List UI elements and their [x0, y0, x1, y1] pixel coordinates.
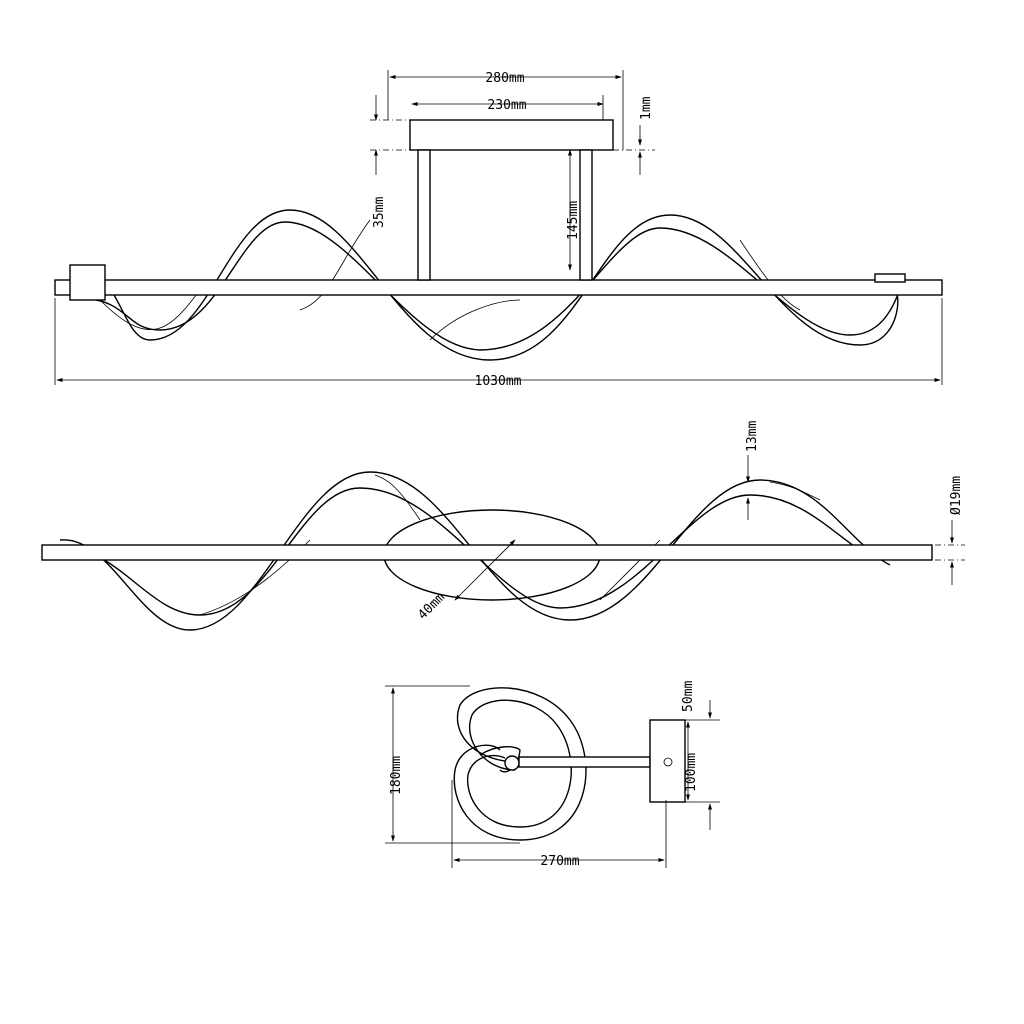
front-end-cap-right — [874, 273, 906, 283]
dim-270: 270mm — [540, 854, 579, 869]
front-view: 280mm 230mm 35mm 145mm 1mm 1030mm — [54, 70, 943, 389]
dim-180: 180mm — [389, 756, 404, 795]
side-canopy — [649, 719, 686, 803]
front-ribbon-back — [69, 209, 899, 361]
dim-280: 280mm — [485, 71, 524, 86]
dim-1030: 1030mm — [475, 374, 522, 389]
front-rod-right — [579, 149, 593, 281]
front-rod-left — [417, 149, 431, 281]
top-view: 13mm Ø19mm 40mm — [41, 421, 965, 631]
dim-1: 1mm — [639, 96, 654, 120]
front-canopy — [409, 119, 614, 151]
front-end-cap-left — [69, 264, 106, 301]
dim-35: 35mm — [372, 197, 387, 228]
top-bar — [41, 544, 933, 561]
side-spiral-inner — [466, 699, 572, 828]
dim-50: 50mm — [681, 681, 696, 712]
dim-145: 145mm — [566, 201, 581, 240]
dim-100: 100mm — [684, 753, 699, 792]
dim-230: 230mm — [487, 98, 526, 113]
screw-icon — [663, 757, 673, 767]
side-spiral-outer — [453, 687, 587, 841]
side-view: 180mm 270mm 100mm 50mm — [385, 681, 720, 869]
side-joint — [504, 755, 520, 771]
dim-13: 13mm — [745, 421, 760, 452]
side-rod — [518, 756, 651, 768]
dim-19: Ø19mm — [949, 476, 964, 515]
front-bar — [54, 279, 943, 296]
front-ribbon-front — [79, 221, 901, 351]
